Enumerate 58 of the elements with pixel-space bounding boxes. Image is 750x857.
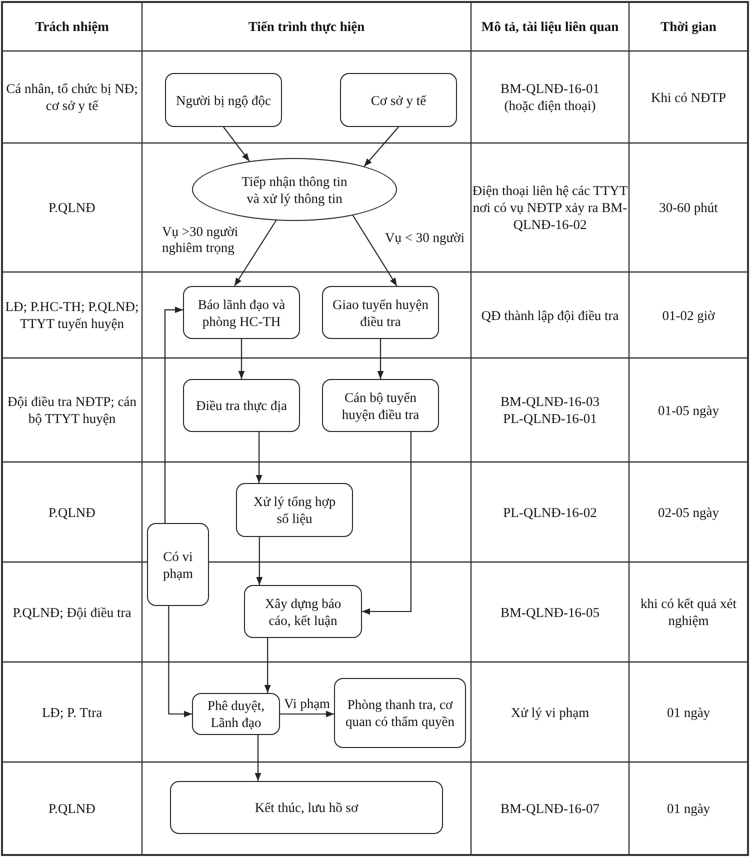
arrow (256, 537, 263, 585)
arrow (280, 710, 334, 718)
duration-text: 02-05 ngày (658, 504, 720, 520)
edge-label: Vi phạm (284, 696, 330, 712)
duration-text: 01-02 giờ (662, 306, 715, 324)
duration-text: khi có kết quả xét nghiệm (640, 595, 738, 629)
column-header: Mô tả, tài liệu liên quan (481, 18, 619, 35)
description-text: BM-QLNĐ-16-07 (500, 800, 600, 817)
arrow (238, 339, 245, 379)
arrow (254, 735, 262, 781)
arrow (264, 638, 271, 693)
process-box: Phòng thanh tra, cơ quan có thẩm quyền (334, 678, 466, 748)
column-header: Tiến trình thực hiện (248, 18, 365, 35)
arrow (377, 339, 384, 379)
process-box: Xây dựng báo cáo, kết luận (244, 585, 362, 638)
description-text: Điện thoại liên hệ các TTYT nơi có vụ NĐTP xảy ra BM-QLNĐ-16-02 (472, 182, 628, 233)
arrow (164, 306, 183, 523)
responsibility-text: Cá nhân, tổ chức bị NĐ; cơ sở y tế (5, 80, 139, 114)
duration-text: 01-05 ngày (658, 402, 720, 418)
arrow (352, 215, 398, 286)
arrow (223, 126, 250, 162)
arrow (256, 432, 262, 483)
responsibility-text: P.QLNĐ (48, 800, 96, 817)
description-text: BM-QLNĐ-16-05 (500, 604, 600, 620)
process-box: Điều tra thực địa (183, 379, 300, 432)
edge-label: Vụ < 30 người (385, 230, 464, 246)
process-box: Xử lý tổng hợp số liệu (236, 483, 353, 537)
process-box: Báo lãnh đạo và phòng HC-TH (183, 286, 300, 339)
responsibility-text: LĐ; P.HC-TH; P.QLNĐ; TTYT tuyến huyện (4, 298, 140, 332)
description-text: QĐ thành lập đội điều tra (481, 306, 619, 324)
arrow (362, 432, 412, 615)
responsibility-text: P.QLNĐ (48, 199, 96, 216)
responsibility-text: LĐ; P. Ttra (42, 704, 102, 720)
process-box: Cơ sở y tế (340, 73, 457, 127)
description-text: BM-QLNĐ-16-01 (hoặc điện thoại) (500, 80, 600, 114)
duration-text: 30-60 phút (659, 199, 718, 216)
process-box: Giao tuyến huyện điều tra (322, 286, 439, 339)
arrow (234, 220, 277, 286)
responsibility-text: P.QLNĐ; Đội điều tra (12, 604, 132, 620)
duration-text: 01 ngày (666, 704, 710, 720)
process-box: Cán bộ tuyến huyện điều tra (322, 379, 439, 432)
description-text: Xử lý vi phạm (510, 704, 590, 720)
responsibility-text: Đội điều tra NĐTP; cán bộ TTYT huyện (6, 393, 138, 427)
process-box: Người bị ngộ độc (165, 73, 282, 127)
arrow (364, 126, 399, 167)
column-header: Trách nhiệm (35, 18, 109, 35)
description-text: PL-QLNĐ-16-02 (503, 504, 597, 520)
process-box: Kết thúc, lưu hồ sơ (170, 781, 443, 834)
duration-text: 01 ngày (666, 800, 710, 817)
process-box: Có vi phạm (147, 523, 209, 606)
process-box: Phê duyệt, Lãnh đạo (192, 693, 280, 735)
edge-label: Vụ >30 người nghiêm trọng (162, 224, 240, 256)
duration-text: Khi có NĐTP (651, 88, 726, 106)
responsibility-text: P.QLNĐ (48, 504, 96, 520)
arrow (168, 606, 192, 718)
description-text: BM-QLNĐ-16-03 PL-QLNĐ-16-01 (500, 393, 600, 427)
process-ellipse: Tiếp nhận thông tin và xử lý thông tin (192, 158, 397, 221)
column-header: Thời gian (660, 18, 716, 35)
